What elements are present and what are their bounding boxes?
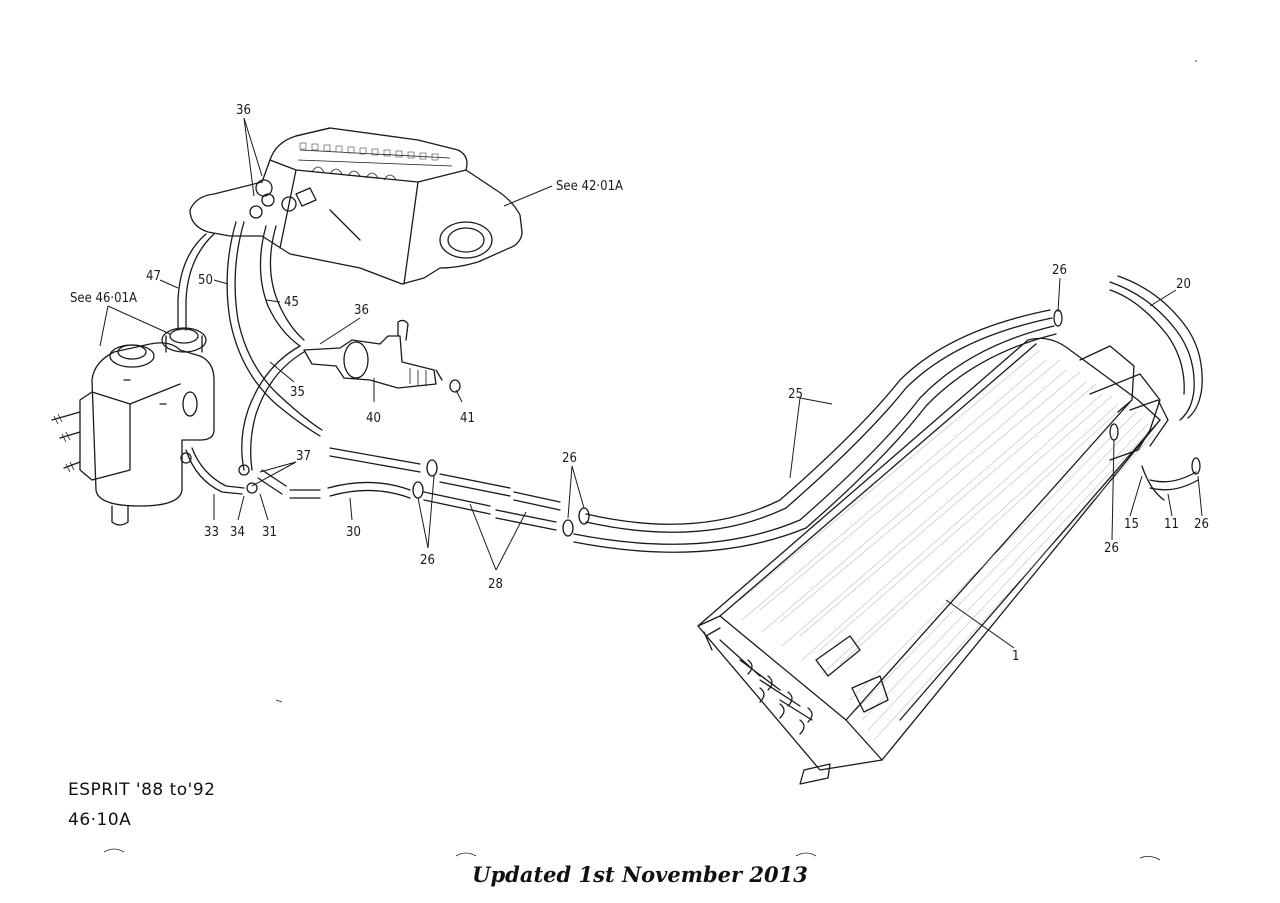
- callout-20: 20: [1176, 277, 1191, 292]
- callout-26-lower: 26: [420, 553, 435, 568]
- leader-lines: [99, 117, 1203, 649]
- callout-45: 45: [284, 295, 299, 310]
- model-caption: ESPRIT '88 to'92: [68, 780, 216, 800]
- update-footer: Updated 1st November 2013: [472, 862, 808, 887]
- callout-36-mid: 36: [354, 303, 369, 318]
- hose-clips: [180, 309, 1201, 537]
- callout-50: 50: [198, 273, 213, 288]
- callout-33: 33: [204, 525, 219, 540]
- callout-26-condenser: 26: [1104, 541, 1119, 556]
- callout-37: 37: [296, 449, 311, 464]
- callout-36-top: 36: [236, 103, 251, 118]
- callout-31: 31: [262, 525, 277, 540]
- callout-26-top-right: 26: [1052, 263, 1067, 278]
- reference-caption: 46·10A: [68, 810, 132, 830]
- hoses: [177, 221, 1203, 553]
- callout-47: 47: [146, 269, 161, 284]
- callout-41: 41: [460, 411, 475, 426]
- callout-26-mid: 26: [562, 451, 577, 466]
- callout-15: 15: [1124, 517, 1139, 532]
- callout-11: 11: [1164, 517, 1179, 532]
- callout-35: 35: [290, 385, 305, 400]
- callout-25: 25: [788, 387, 803, 402]
- callout-see-46-01a: See 46·01A: [70, 291, 137, 306]
- callout-40: 40: [366, 411, 381, 426]
- callout-30: 30: [346, 525, 361, 540]
- receiver-drier: [51, 327, 215, 526]
- callout-1: 1: [1012, 649, 1019, 664]
- callout-34: 34: [230, 525, 245, 540]
- expansion-valve: [303, 319, 461, 393]
- heater-box: [189, 127, 523, 285]
- callout-26-far-right: 26: [1194, 517, 1209, 532]
- callout-see-42-01a: See 42·01A: [556, 179, 623, 194]
- callout-labels: 36 See 42·01A 47 50 45 See 46·01A 36 35 …: [70, 103, 1209, 664]
- condenser: [697, 337, 1169, 785]
- callout-28: 28: [488, 577, 503, 592]
- scan-marks: [103, 60, 1197, 861]
